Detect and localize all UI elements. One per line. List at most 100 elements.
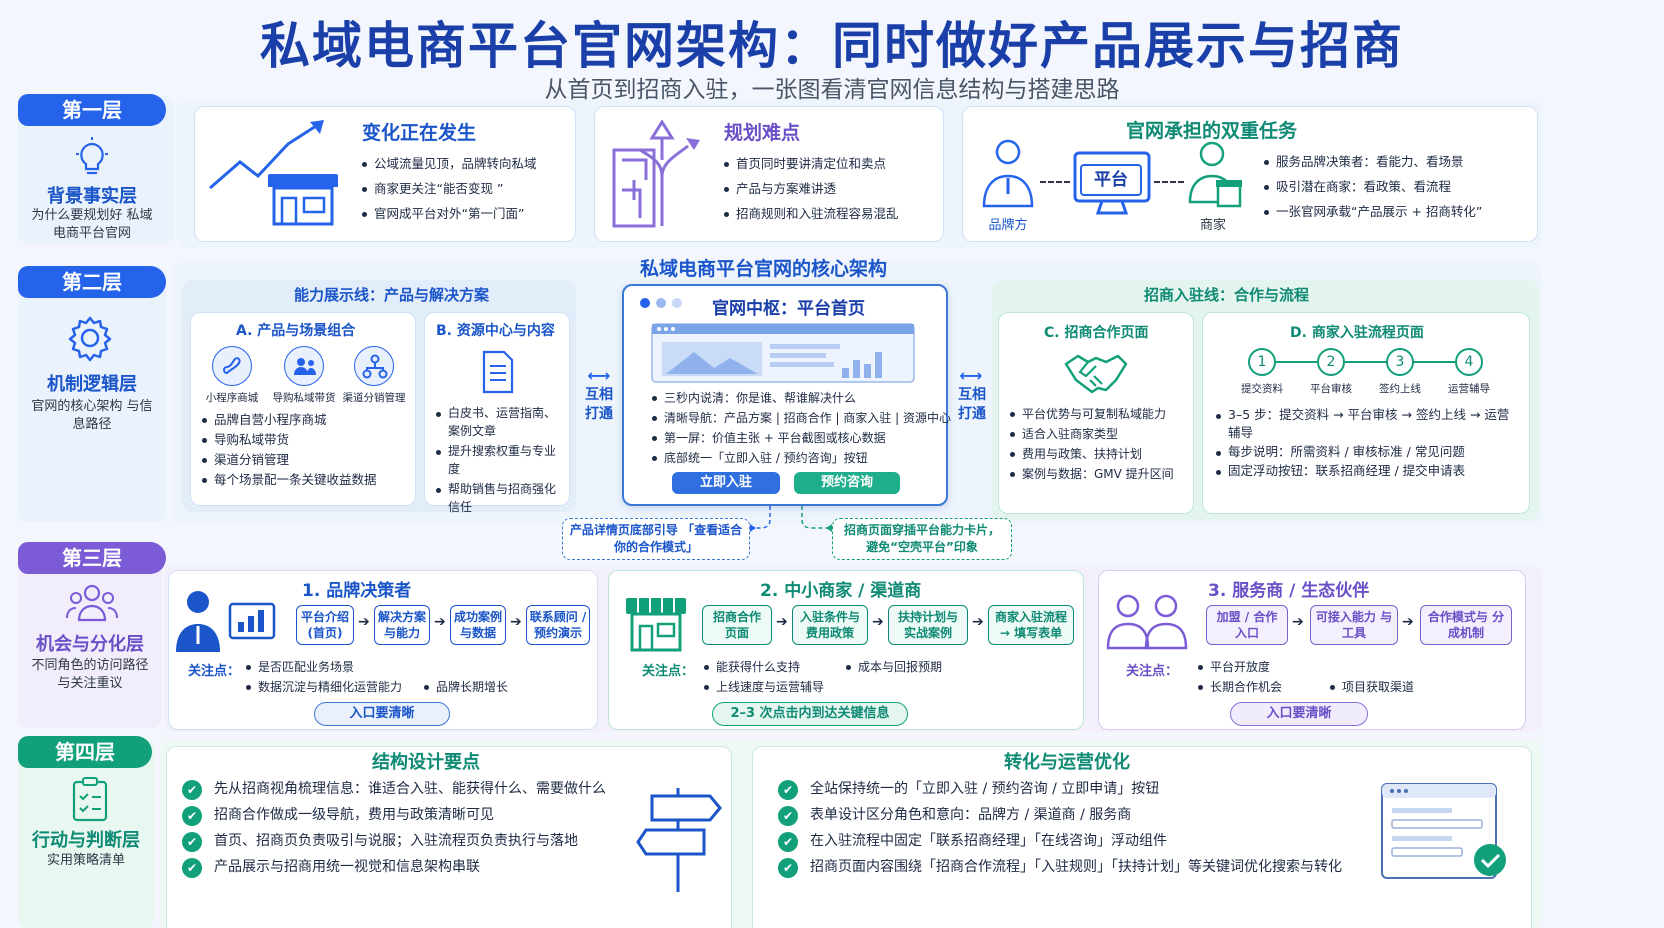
form-window-icon: [1381, 783, 1506, 879]
smb-focus-list-2: 成本与回报预期: [844, 657, 942, 677]
card-a-title: A. 产品与场景组合: [236, 323, 356, 339]
design-item: ✔ 招商合作做成一级导航，费用与政策清晰可见: [182, 802, 606, 828]
mission-list: 服务品牌决策者：看能力、看场景 吸引潜在商家：看政策、看流程 一张官网承载“产品…: [1262, 152, 1482, 222]
partner-title: 3. 服务商 / 生态伙伴: [1208, 581, 1370, 601]
smb-entry-pill: 2–3 次点击内到达关键信息: [712, 702, 908, 726]
ops-item: ✔表单设计区分角色和意向：品牌方 / 渠道商 / 服务商: [778, 802, 1342, 828]
executive-icon: [176, 591, 276, 652]
check-icon: ✔: [778, 806, 798, 826]
merchant-line-title: 招商入驻线：合作与流程: [1144, 286, 1310, 304]
left-link-label: 互相 打通: [585, 387, 613, 422]
brand-entry-pill: 入口要清晰: [314, 702, 450, 726]
arrow-icon: ➔: [510, 614, 522, 630]
ops-item: ✔招商页面内容围绕「招商合作流程」「入驻规则」「扶持计划」等关键词优化搜索与转化: [778, 854, 1342, 880]
scene-label: 导购私域带货: [272, 392, 336, 404]
card-c: [998, 312, 1194, 514]
card-b-item: 白皮书、运营指南、案例文章: [434, 404, 566, 440]
platform-label: 平台: [1080, 164, 1142, 196]
product-guide-note: 产品详情页底部引导 「查看适合你的合作模式」: [562, 518, 750, 560]
design-item: ✔首页、招商页负责吸引与说服；入驻流程页负责执行与落地: [182, 828, 606, 854]
focus-item: 成本与回报预期: [844, 657, 942, 677]
smb-title: 2. 中小商家 / 渠道商: [760, 581, 922, 601]
ops-item-text: 全站保持统一的「立即入驻 / 预约咨询 / 立即申请」按钮: [810, 781, 1160, 797]
check-icon: ✔: [182, 806, 202, 826]
hub-item: 三秒内说清：你是谁、帮谁解决什么: [650, 388, 951, 408]
focus-item: 上线速度与运营辅导: [702, 677, 824, 697]
layer-4-name: 行动与判断层: [32, 830, 140, 851]
layer-2-tag: 第二层: [18, 266, 166, 298]
step-label: 签约上线: [1379, 383, 1421, 395]
mission-card: [962, 106, 1538, 242]
dashed-arrows: [750, 506, 832, 532]
layer-1-name: 背景事实层: [47, 186, 137, 207]
brand-person-icon: [982, 139, 1034, 208]
mission-item: 一张官网承载“产品展示 + 招商转化”: [1262, 202, 1482, 222]
layer-2-name: 机制逻辑层: [47, 374, 137, 395]
connector: [1154, 181, 1184, 183]
maze-crossroad-icon: [612, 120, 700, 228]
hub-card: [622, 284, 948, 506]
layer-4-desc: 实用策略清单: [46, 853, 125, 868]
path-chip: 招商合作 页面: [702, 605, 772, 645]
page-subtitle: 从首页到招商入驻，一张图看清官网信息结构与搭建思路: [544, 77, 1120, 103]
layer-4-panel: [18, 738, 154, 928]
join-now-button[interactable]: 立即入驻: [672, 472, 780, 494]
capability-line-title: 能力展示线：产品与解决方案: [294, 286, 490, 304]
card-a-item: 导购私域带货: [200, 430, 377, 450]
partner-entry-pill: 入口要清晰: [1230, 702, 1368, 726]
card-c-title: C. 招商合作页面: [1044, 325, 1149, 341]
card-d-title: D. 商家入驻流程页面: [1290, 325, 1424, 341]
card-b-title: B. 资源中心与内容: [436, 323, 555, 339]
ops-title: 转化与运营优化: [1004, 752, 1130, 773]
focus-item: 品牌长期增长: [422, 677, 508, 697]
merchant-label: 商家: [1199, 218, 1226, 233]
checklist-icon: [72, 777, 108, 822]
channel-tree-icon: [354, 346, 394, 386]
focus-label: 关注点：: [188, 664, 241, 679]
brand-title: 1. 品牌决策者: [302, 581, 412, 601]
check-icon: ✔: [778, 780, 798, 800]
mission-item: 吸引潜在商家：看政策、看流程: [1262, 177, 1482, 197]
guide-people-icon: [284, 346, 324, 386]
layer-1-desc: 为什么要规划好 私域电商平台官网: [31, 208, 153, 241]
design-item-text: 招商合作做成一级导航，费用与政策清晰可见: [214, 807, 494, 823]
arrow-icon: ➔: [972, 614, 984, 630]
check-icon: ✔: [182, 832, 202, 852]
layer-4-tag: 第四层: [18, 736, 152, 768]
card-a-item: 品牌自营小程序商城: [200, 410, 377, 430]
step-label: 提交资料: [1241, 383, 1283, 395]
difficulty-item: 招商规则和入驻流程容易混乱: [722, 204, 899, 224]
ops-item: ✔ 全站保持统一的「立即入驻 / 预约咨询 / 立即申请」按钮: [778, 776, 1342, 802]
partner-focus-list-2: 项目获取渠道: [1328, 677, 1414, 697]
card-a-item: 每个场景配一条关键收益数据: [200, 470, 377, 490]
smb-focus-list: 能获得什么支持 上线速度与运营辅导: [702, 657, 824, 697]
card-c-item: 平台优势与可复制私域能力: [1008, 404, 1174, 424]
arrow-icon: ➔: [1292, 614, 1304, 630]
design-card: [166, 746, 732, 928]
difficulty-card: [594, 106, 944, 242]
mission-title: 官网承担的双重任务: [1126, 120, 1298, 142]
ops-list: ✔ 全站保持统一的「立即入驻 / 预约咨询 / 立即申请」按钮 ✔表单设计区分角色…: [778, 776, 1342, 880]
step-label: 平台审核: [1310, 383, 1352, 395]
card-a-list: 品牌自营小程序商城 导购私域带货 渠道分销管理 每个场景配一条关键收益数据: [200, 410, 377, 490]
step-number: 1: [1248, 348, 1276, 376]
book-consult-button[interactable]: 预约咨询: [794, 472, 900, 494]
card-d-item: 固定浮动按钮：联系招商经理 / 提交申请表: [1214, 462, 1520, 480]
gear-icon: [68, 316, 112, 362]
scene-label: 小程序商城: [205, 392, 259, 404]
layer-3-name: 机会与分化层: [36, 634, 144, 655]
people-group-icon: [66, 584, 118, 622]
path-chip: 入驻条件与 费用政策: [792, 605, 868, 645]
partners-icon: [1106, 594, 1188, 650]
design-title: 结构设计要点: [372, 752, 480, 773]
document-icon: [482, 350, 514, 394]
card-d-item: 每步说明：所需资料 / 审核标准 / 常见问题: [1214, 443, 1520, 461]
ops-item-text: 在入驻流程中固定「联系招商经理」「在线咨询」浮动组件: [810, 833, 1167, 849]
merchant-person-icon: [1188, 141, 1242, 208]
difficulty-item: 首页同时要讲清定位和卖点: [722, 154, 899, 174]
card-c-item: 费用与政策、扶持计划: [1008, 444, 1174, 464]
card-d-list: 3–5 步：提交资料 → 平台审核 → 签约上线 → 运营辅导 每步说明：所需资…: [1214, 406, 1520, 480]
check-icon: ✔: [778, 858, 798, 878]
arrow-icon: ➔: [776, 614, 788, 630]
difficulty-title: 规划难点: [724, 122, 801, 144]
